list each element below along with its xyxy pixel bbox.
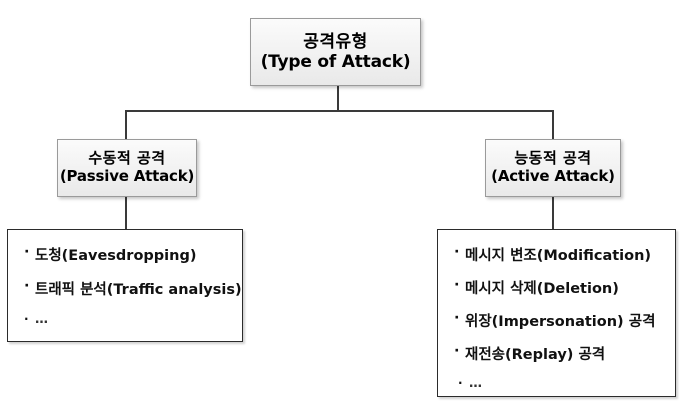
list-item-label: 도청(Eavesdropping) xyxy=(35,248,197,264)
bullet-icon: · xyxy=(24,278,30,294)
node-label-korean: 수동적 공격 xyxy=(88,149,166,168)
connector-active-to-list xyxy=(552,197,554,229)
list-item-label: 위장(Impersonation) 공격 xyxy=(465,314,656,330)
connector-horizontal-split xyxy=(125,110,553,112)
node-label-korean: 공격유형 xyxy=(303,31,368,52)
bullet-icon: · xyxy=(24,312,29,326)
list-item-label: 트래픽 분석(Traffic analysis) xyxy=(35,282,242,298)
list-item: · 메시지 변조(Modification) xyxy=(454,244,675,265)
list-item: · 재전송(Replay) 공격 xyxy=(454,343,675,364)
list-active-attack-examples: · 메시지 변조(Modification) · 메시지 삭제(Deletion… xyxy=(437,229,676,397)
connector-split-to-passive xyxy=(125,110,127,139)
list-item: · 메시지 삭제(Deletion) xyxy=(454,277,675,298)
bullet-icon: · xyxy=(454,277,460,293)
node-passive-attack: 수동적 공격 (Passive Attack) xyxy=(57,139,197,197)
list-item: · 도청(Eavesdropping) xyxy=(24,244,242,265)
list-item: · 트래픽 분석(Traffic analysis) xyxy=(24,278,242,299)
list-item-label: … xyxy=(469,376,482,391)
list-item-label: … xyxy=(35,312,48,327)
node-type-of-attack: 공격유형 (Type of Attack) xyxy=(250,18,421,86)
connector-split-to-active xyxy=(552,110,554,139)
connector-root-to-split xyxy=(337,86,339,112)
list-item: · … xyxy=(454,376,675,391)
bullet-icon: · xyxy=(454,310,460,326)
list-items: · 메시지 변조(Modification) · 메시지 삭제(Deletion… xyxy=(454,244,675,391)
node-label-english: (Active Attack) xyxy=(491,167,615,185)
node-label-english: (Type of Attack) xyxy=(260,52,411,72)
bullet-icon: · xyxy=(454,244,460,260)
list-item-label: 메시지 변조(Modification) xyxy=(465,248,652,264)
node-label-korean: 능동적 공격 xyxy=(514,149,592,168)
list-item-label: 메시지 삭제(Deletion) xyxy=(465,281,619,297)
list-passive-attack-examples: · 도청(Eavesdropping) · 트래픽 분석(Traffic ana… xyxy=(7,229,243,342)
bullet-icon: · xyxy=(454,343,460,359)
bullet-icon: · xyxy=(24,244,30,260)
list-items: · 도청(Eavesdropping) · 트래픽 분석(Traffic ana… xyxy=(24,244,242,327)
list-item-label: 재전송(Replay) 공격 xyxy=(465,347,606,363)
connector-passive-to-list xyxy=(125,197,127,229)
list-item: · 위장(Impersonation) 공격 xyxy=(454,310,675,331)
list-item: · … xyxy=(24,312,242,327)
bullet-icon: · xyxy=(458,376,463,390)
node-label-english: (Passive Attack) xyxy=(59,167,195,185)
node-active-attack: 능동적 공격 (Active Attack) xyxy=(485,139,621,197)
